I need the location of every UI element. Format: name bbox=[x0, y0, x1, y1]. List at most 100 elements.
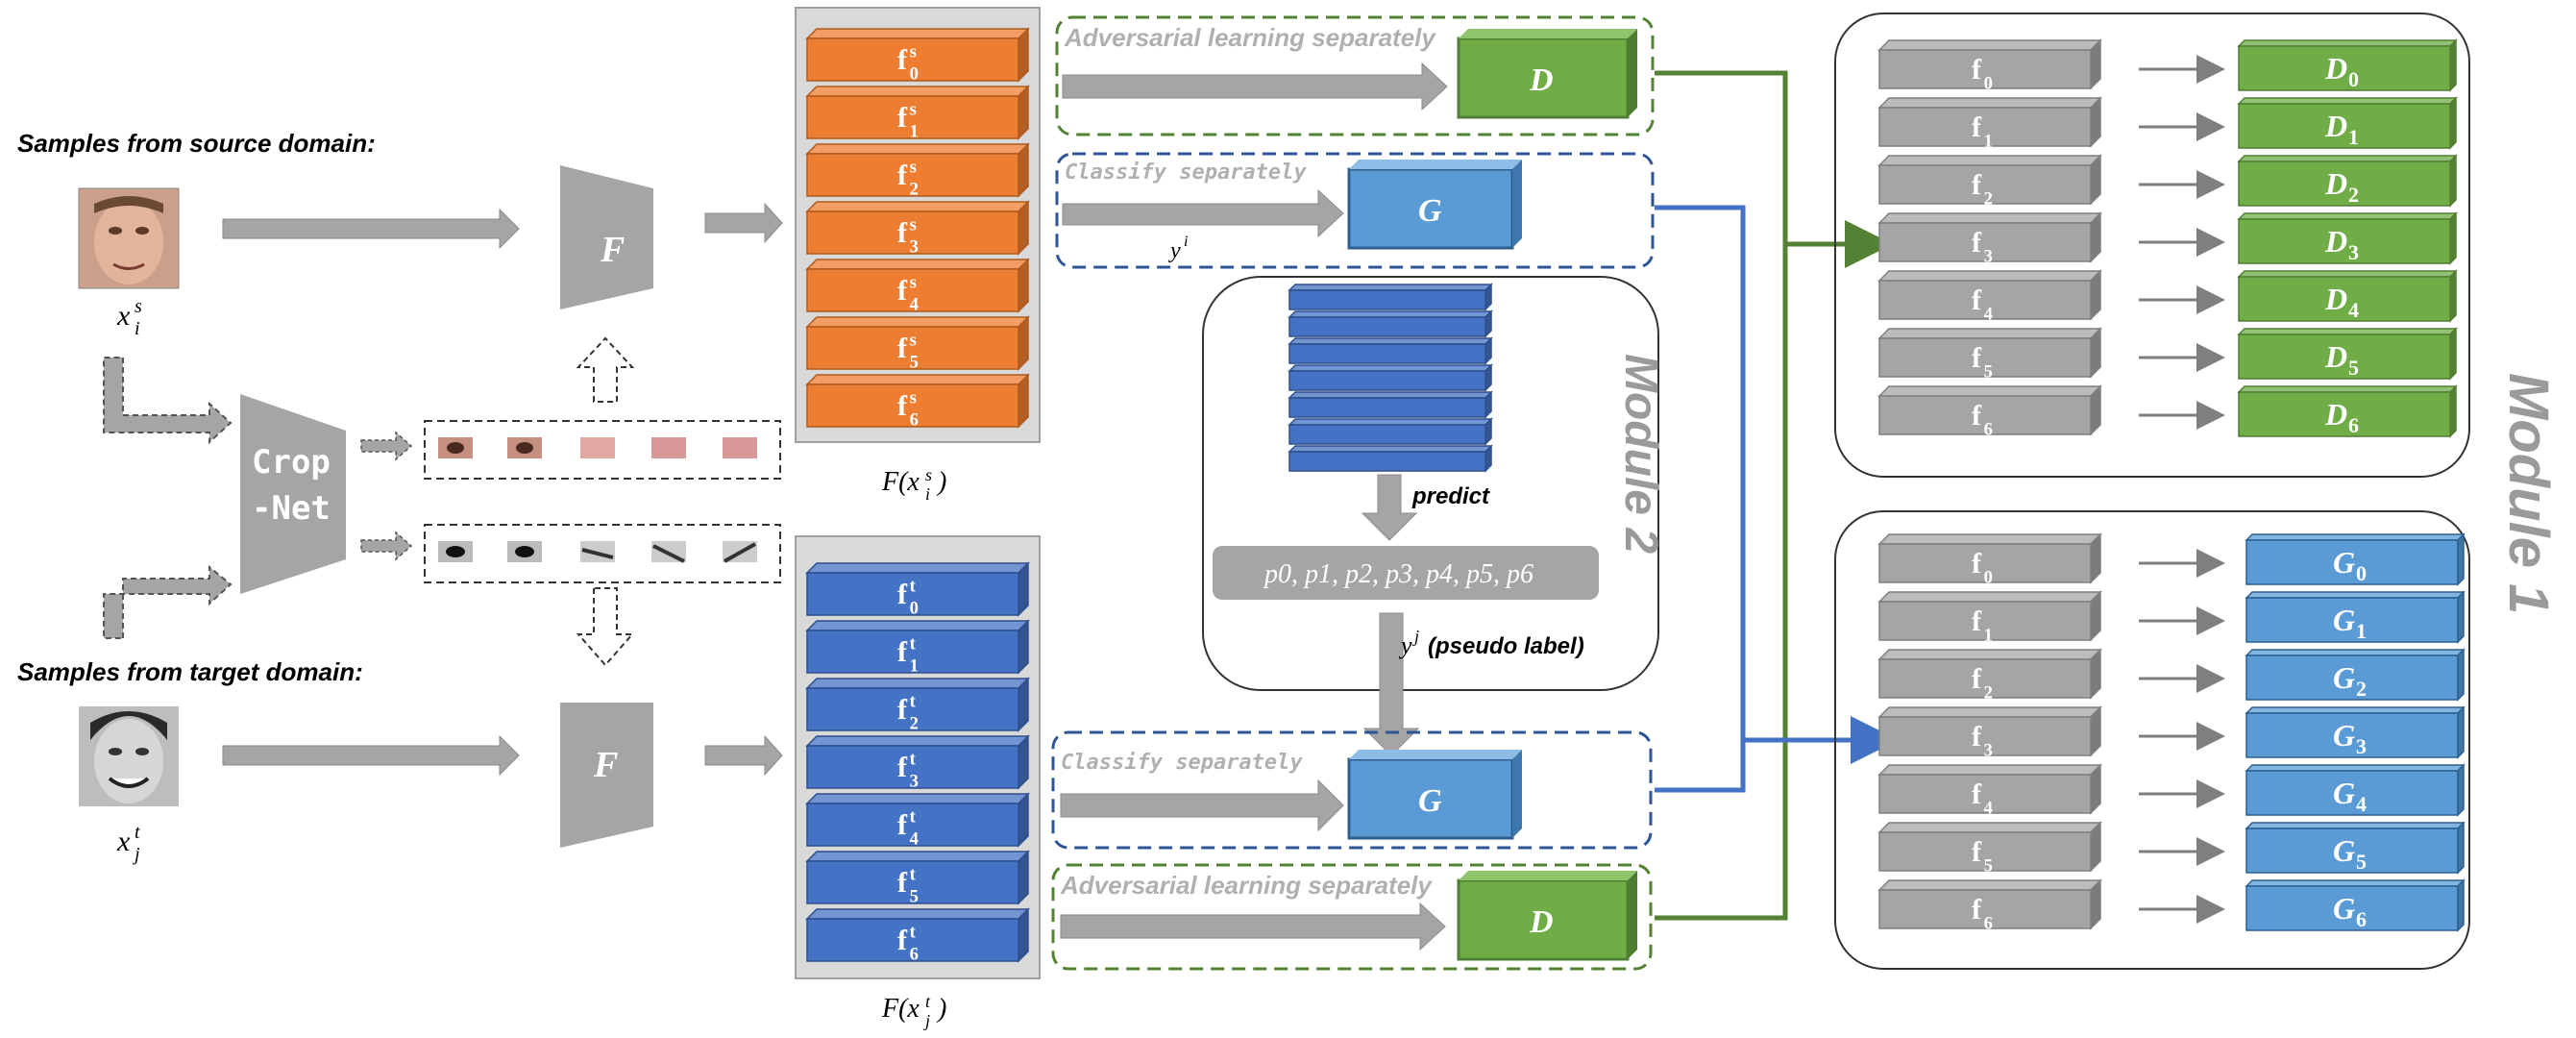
svg-text:t: t bbox=[910, 922, 917, 942]
svg-text:3: 3 bbox=[910, 772, 919, 792]
svg-text:6: 6 bbox=[2348, 413, 2359, 437]
svg-text:F: F bbox=[593, 745, 618, 785]
svg-text:predict: predict bbox=[1411, 483, 1490, 509]
svg-text:f: f bbox=[897, 333, 908, 364]
svg-text:D: D bbox=[2324, 397, 2347, 432]
module2-stack-layer bbox=[1288, 444, 1493, 473]
svg-text:5: 5 bbox=[1984, 856, 1993, 877]
svg-text:3: 3 bbox=[1984, 247, 1993, 267]
patches-to-target-F-arrow bbox=[576, 587, 635, 667]
svg-text:5: 5 bbox=[1984, 362, 1993, 383]
svg-text:2: 2 bbox=[2348, 183, 2359, 207]
svg-text:(pseudo label): (pseudo label) bbox=[1428, 633, 1584, 659]
module2-stack-layer bbox=[1288, 390, 1493, 419]
svg-text:1: 1 bbox=[2356, 619, 2367, 643]
svg-text:s: s bbox=[910, 330, 917, 350]
svg-text:0: 0 bbox=[910, 64, 919, 85]
svg-text:f: f bbox=[897, 217, 908, 249]
svg-text:D: D bbox=[2324, 224, 2347, 259]
svg-text:0: 0 bbox=[2348, 67, 2359, 91]
svg-text:f: f bbox=[1972, 227, 1982, 259]
source-feature-map-label: F(x s i ) bbox=[881, 465, 946, 504]
source-domain-label: Samples from source domain: bbox=[17, 129, 376, 158]
svg-text:f: f bbox=[897, 752, 908, 783]
svg-text:y: y bbox=[1398, 631, 1412, 659]
target-domain-label: Samples from target domain: bbox=[17, 657, 363, 686]
module2-stack-layer bbox=[1288, 417, 1493, 446]
source-to-F-arrow bbox=[222, 208, 520, 250]
module2-stack-layer bbox=[1288, 363, 1493, 392]
svg-text:f: f bbox=[897, 867, 908, 899]
svg-text:f: f bbox=[1972, 111, 1982, 143]
svg-text:6: 6 bbox=[910, 945, 919, 965]
F-to-source-features-arrow bbox=[704, 202, 783, 244]
svg-text:4: 4 bbox=[910, 829, 919, 850]
svg-text:4: 4 bbox=[910, 295, 919, 315]
svg-text:2: 2 bbox=[1984, 189, 1993, 210]
svg-text:0: 0 bbox=[910, 599, 919, 619]
svg-text:s: s bbox=[910, 272, 917, 292]
target-adversarial-box: Adversarial learning separately D bbox=[1051, 863, 1653, 971]
svg-text:p0, p1, p2, p3, p4, p5, p6: p0, p1, p2, p3, p4, p5, p6 bbox=[1263, 559, 1533, 589]
svg-text:Adversarial learning separatel: Adversarial learning separately bbox=[1064, 23, 1436, 52]
target-classify-box: Classify separately G bbox=[1051, 730, 1653, 850]
svg-text:6: 6 bbox=[1984, 420, 1993, 440]
module2-stack-layer bbox=[1288, 336, 1493, 365]
svg-text:f: f bbox=[1972, 284, 1982, 316]
svg-text:0: 0 bbox=[1984, 568, 1993, 588]
svg-text:3: 3 bbox=[910, 237, 919, 258]
pseudo-label-text: y j (pseudo label) bbox=[1398, 627, 1584, 659]
svg-text:j: j bbox=[132, 844, 140, 865]
cropnet-to-source-patches-arrow bbox=[360, 431, 413, 461]
module2-stack-layer bbox=[1288, 283, 1493, 311]
source-feature-extractor: F bbox=[560, 165, 653, 309]
svg-text:f: f bbox=[1972, 894, 1982, 926]
svg-text:f: f bbox=[897, 390, 908, 422]
svg-text:G: G bbox=[2333, 603, 2355, 637]
svg-text:4: 4 bbox=[1984, 305, 1993, 325]
module1-classifier-box bbox=[1834, 510, 2470, 970]
svg-text:6: 6 bbox=[1984, 914, 1993, 934]
svg-text:f: f bbox=[1972, 721, 1982, 753]
module2-box: predict p0, p1, p2, p3, p4, p5, p6 Modul… bbox=[1202, 276, 1666, 691]
svg-text:D: D bbox=[2324, 51, 2347, 86]
svg-text:6: 6 bbox=[910, 410, 919, 431]
svg-text:t: t bbox=[910, 576, 917, 596]
svg-text:G: G bbox=[2333, 718, 2355, 753]
svg-text:6: 6 bbox=[2356, 907, 2367, 931]
svg-text:G: G bbox=[2333, 545, 2355, 580]
svg-text:s: s bbox=[910, 387, 917, 408]
svg-text:f: f bbox=[897, 160, 908, 191]
svg-text:s: s bbox=[910, 214, 917, 235]
svg-text:s: s bbox=[135, 296, 142, 317]
target-face-image bbox=[79, 706, 179, 806]
svg-text:j: j bbox=[923, 1011, 930, 1030]
svg-text:f: f bbox=[897, 636, 908, 668]
svg-text:t: t bbox=[910, 806, 917, 827]
svg-text:Adversarial learning separatel: Adversarial learning separately bbox=[1060, 871, 1433, 900]
svg-text:4: 4 bbox=[2348, 298, 2359, 322]
svg-text:G: G bbox=[2333, 833, 2355, 868]
svg-text:f: f bbox=[897, 102, 908, 134]
svg-text:F(x: F(x bbox=[881, 994, 920, 1024]
pseudo-label-arrow bbox=[1362, 612, 1420, 756]
svg-text:1: 1 bbox=[2348, 125, 2359, 149]
svg-text:f: f bbox=[1972, 342, 1982, 374]
